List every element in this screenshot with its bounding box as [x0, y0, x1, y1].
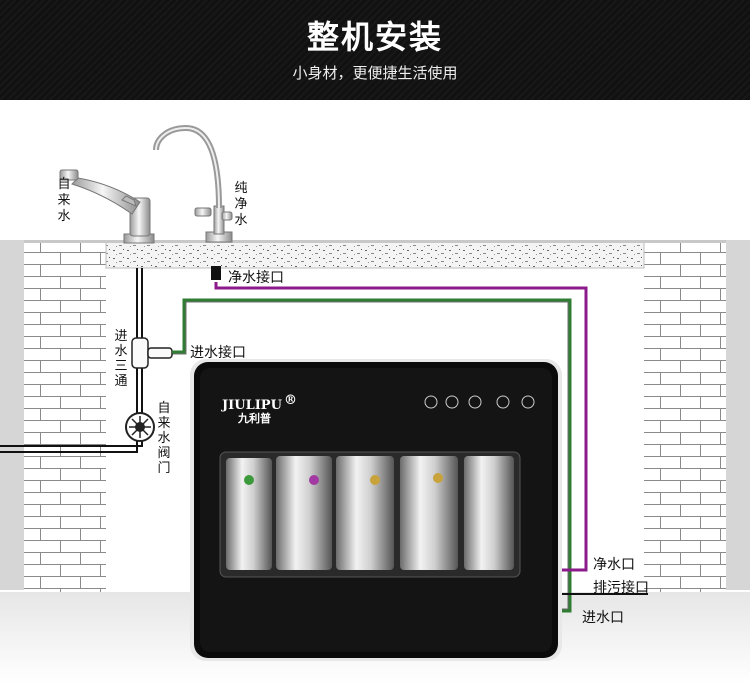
device-brand-mark: ® — [284, 393, 297, 408]
status-icon-5 — [521, 395, 535, 409]
label-tap-water: 自 来 水 — [57, 177, 70, 224]
svg-text:来: 来 — [57, 193, 70, 208]
page-title: 整机安装 — [306, 18, 443, 56]
label-pure-water-outlet: 净水口 — [593, 557, 635, 573]
countertop — [105, 241, 645, 269]
left-brick-column — [24, 242, 106, 592]
label-inlet-outlet: 进水口 — [582, 610, 624, 626]
svg-text:水: 水 — [157, 431, 170, 446]
svg-text:门: 门 — [157, 461, 170, 476]
svg-text:净: 净 — [234, 197, 247, 212]
inlet-water-pipe — [172, 298, 572, 613]
svg-text:自: 自 — [157, 401, 170, 416]
svg-text:水: 水 — [234, 213, 247, 228]
label-drain-port: 排污接口 — [593, 579, 649, 596]
header-banner: 整机安装 小身材，更便捷生活使用 — [0, 0, 750, 100]
filter-cartridge-4 — [400, 456, 458, 570]
status-icon-2 — [445, 395, 459, 409]
label-inlet-tee: 进 水 三 通 — [114, 329, 127, 389]
svg-text:自: 自 — [57, 177, 70, 192]
filter-cartridge-1 — [226, 458, 272, 570]
svg-text:水: 水 — [114, 344, 127, 359]
label-inlet-port: 进水接口 — [190, 344, 246, 361]
tap-valve — [125, 412, 155, 442]
pure-water-faucet — [153, 124, 233, 243]
svg-text:通: 通 — [114, 374, 127, 389]
tap-water-faucet — [59, 169, 155, 244]
page-subtitle: 小身材，更便捷生活使用 — [292, 64, 458, 82]
pure-water-pipe — [214, 282, 588, 572]
svg-text:水: 水 — [57, 209, 70, 224]
filter-cartridge-3 — [336, 456, 394, 570]
counter-edge — [24, 240, 726, 243]
right-brick-column — [644, 242, 726, 592]
label-tap-valve: 自 来 水 阀 门 — [157, 401, 170, 476]
svg-text:进: 进 — [114, 329, 127, 344]
filter-cartridge-5 — [464, 456, 514, 570]
svg-text:三: 三 — [114, 359, 127, 374]
water-purifier-unit: JIULIPU ® 九利普 — [190, 359, 562, 661]
svg-text:阀: 阀 — [157, 446, 170, 461]
label-pure-water: 纯 净 水 — [234, 181, 247, 228]
filter-cartridge-2 — [276, 456, 332, 570]
label-pure-water-port: 净水接口 — [228, 269, 284, 286]
device-brand: JIULIPU — [221, 398, 283, 413]
status-icon-3 — [468, 395, 482, 409]
pure-water-port-connector — [211, 266, 221, 280]
svg-text:纯: 纯 — [234, 181, 247, 196]
svg-text:来: 来 — [157, 416, 170, 431]
status-icon-4 — [496, 395, 510, 409]
status-icon-1 — [424, 395, 438, 409]
device-brand-cn: 九利普 — [237, 411, 271, 425]
